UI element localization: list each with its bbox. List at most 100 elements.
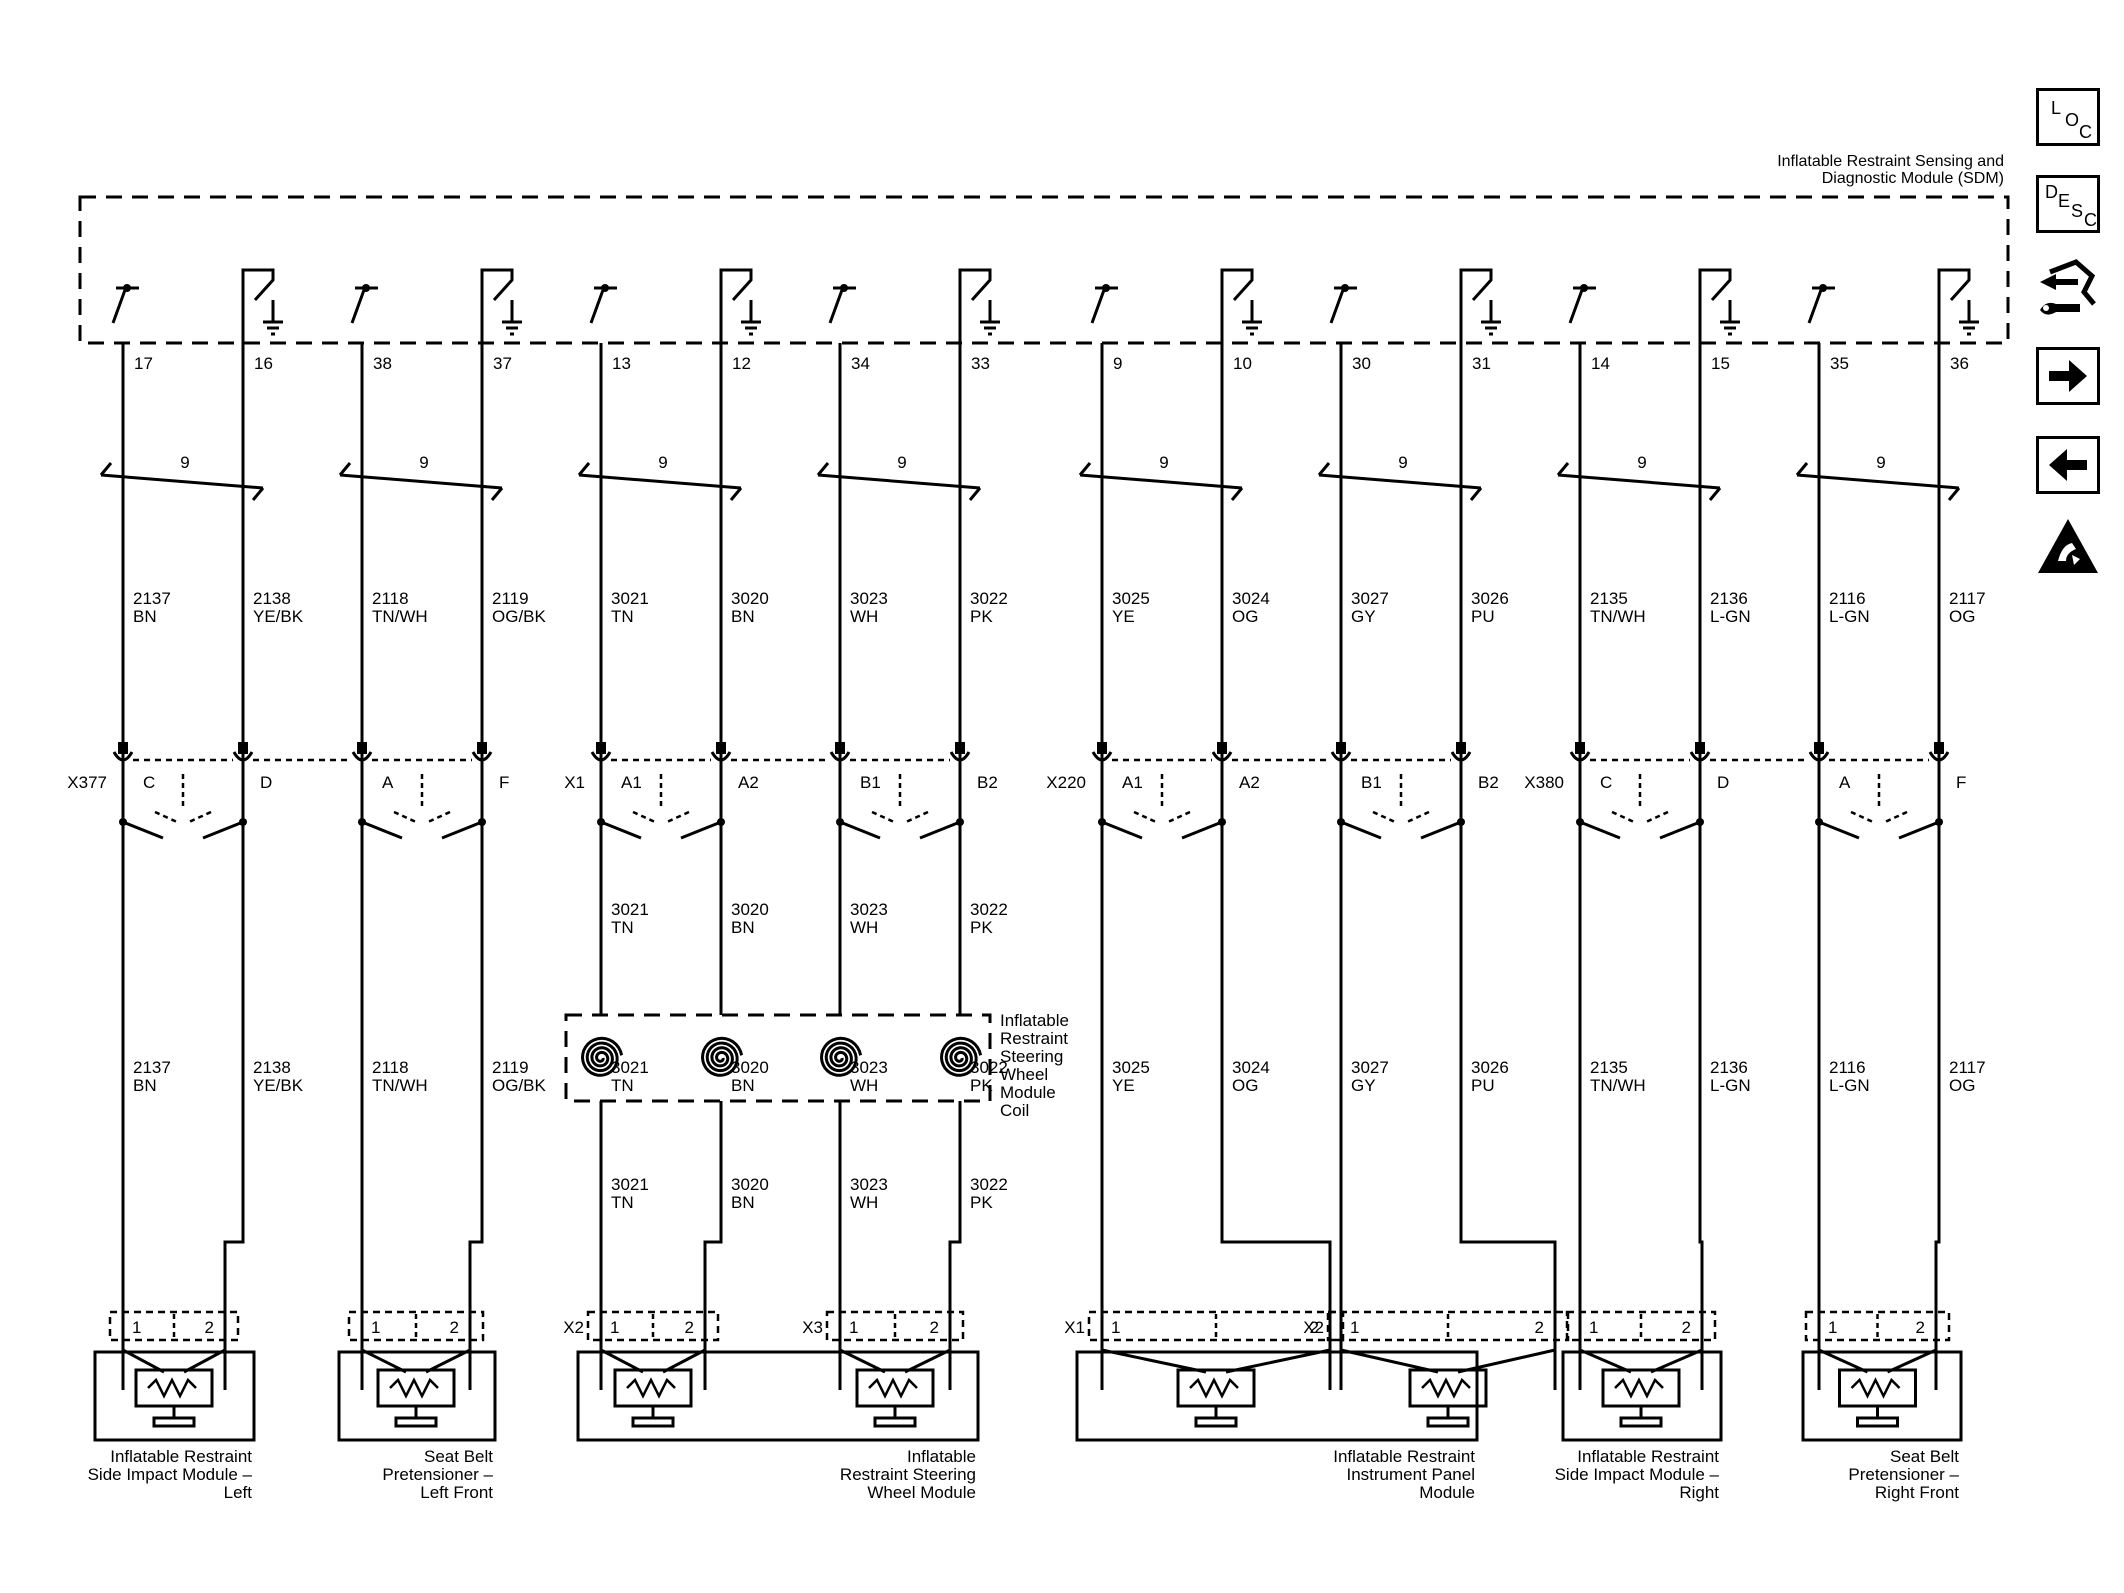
squib-shunt [1579,1348,1632,1374]
module-connector-body [347,1310,485,1342]
previous-page-button[interactable] [2036,436,2100,494]
sdm-pin-number: 17 [134,354,153,373]
shorting-bar-dash [1611,810,1635,824]
clockspring-boundary [564,1013,992,1103]
circuit-number: 3023 [850,900,888,919]
circuit-number: 2135 [1590,589,1628,608]
circuit-number: 3020 [731,1175,769,1194]
loc-letter-c: C [2079,122,2092,142]
squib-shunt [1225,1348,1331,1374]
connector-cavity: D [1717,773,1729,792]
wire-color: OG/BK [492,607,547,626]
squib-shunt [1650,1348,1703,1374]
twisted-pair-hook-left [1556,462,1570,476]
connector-pin-body [1217,742,1227,754]
clockspring-coil [564,1013,992,1103]
shorting-bar-dash [188,810,212,824]
squib-shunt [904,1348,951,1374]
shorting-bar-arm [1340,820,1382,840]
shorting-bar-dash [632,810,656,824]
shorting-bar-arm [1420,820,1462,840]
module-name: Side Impact Module – [1555,1465,1720,1484]
circuit-number: 3023 [850,1175,888,1194]
circuit-number: 3022 [970,900,1008,919]
wire-color: PK [970,918,993,937]
squib-housing [376,1368,456,1408]
twisted-pair-bar [1079,473,1243,490]
module-connector-id: X1 [1064,1318,1085,1337]
esd-warning-icon[interactable] [2036,515,2100,577]
inflator-module-box [337,1350,497,1442]
sdm-switch-contact [350,289,366,324]
shorting-bar-arm [680,820,722,840]
desc-letter-d: D [2045,182,2058,202]
squib-resistor [868,1377,918,1399]
squib-shunt [662,1348,706,1374]
connector-id: X1 [564,773,585,792]
twisted-pair-hook-right [251,487,265,501]
coil-spiral [700,1036,744,1077]
coil-spiral [819,1036,863,1077]
twisted-pair-hook-left [1795,462,1809,476]
squib-resistor [1850,1377,1901,1399]
twist-rate-label: 9 [180,453,189,472]
connector-pin-body [955,742,965,754]
sdm-pin-number: 38 [373,354,392,373]
module-connector-pin: 1 [849,1318,858,1337]
connector-cavity: D [260,773,272,792]
clockspring-label: Restraint [1000,1029,1068,1048]
twist-rate-label: 9 [1876,453,1885,472]
wire-color: PK [970,1076,993,1095]
twisted-pair-bar [578,473,742,490]
wire-segment [1698,754,1704,1340]
wire-segment [1934,754,1941,1340]
circuit-number: 2116 [1829,589,1866,608]
squib-housing [855,1368,935,1408]
wire-color: TN [611,1193,634,1212]
connector-pin-body [1934,742,1944,754]
twisted-pair-hook-left [577,462,591,476]
wire-color: YE [1112,607,1135,626]
wire-color: OG [1949,607,1975,626]
module-connector-pin: 1 [1589,1318,1598,1337]
wire-color: YE [1112,1076,1135,1095]
circuit-number: 2135 [1590,1058,1628,1077]
shorting-bar-arm [1101,820,1143,840]
clockspring-label: Coil [1000,1101,1029,1120]
sdm-module-outline [78,195,2010,345]
twist-rate-label: 9 [658,453,667,472]
module-connector-id: X2 [563,1318,584,1337]
module-name: Inflatable Restraint [1333,1447,1475,1466]
inflator-module-box [93,1350,256,1442]
shorting-bar-arm [1818,820,1860,840]
shorting-bar-arm [600,820,642,840]
module-name: Inflatable [907,1447,976,1466]
connector-cavity: F [1956,773,1966,792]
module-connector-body [1565,1310,1717,1342]
connector-end-view-icon[interactable] [2036,252,2100,332]
wire-segment [1459,754,1557,1340]
module-name: Instrument Panel [1346,1465,1475,1484]
description-button[interactable]: D E S C [2036,175,2100,233]
sdm-contact-dot [1819,284,1827,292]
sdm-return-contact [719,268,753,343]
connector-pin-body [1814,742,1824,754]
location-button[interactable]: L O C [2036,88,2100,146]
module-connector-pin: 1 [371,1318,380,1337]
circuit-number: 2137 [133,1058,171,1077]
wire-color: OG [1232,607,1258,626]
squib-base [1426,1416,1470,1428]
module-name: Side Impact Module – [88,1465,253,1484]
squib-housing [1408,1368,1488,1408]
squib-shunt [425,1348,471,1374]
loc-letter-l: L [2051,98,2062,118]
connector-pin-body [118,742,128,754]
circuit-number: 2118 [372,1058,409,1077]
circuit-number: 3023 [850,1058,888,1077]
connector-pin-body [835,742,845,754]
connector-pin-body [238,742,248,754]
module-connector-pin: 2 [685,1318,694,1337]
twisted-pair-hook-left [338,462,352,476]
next-page-button[interactable] [2036,347,2100,405]
circuit-number: 3024 [1232,1058,1270,1077]
